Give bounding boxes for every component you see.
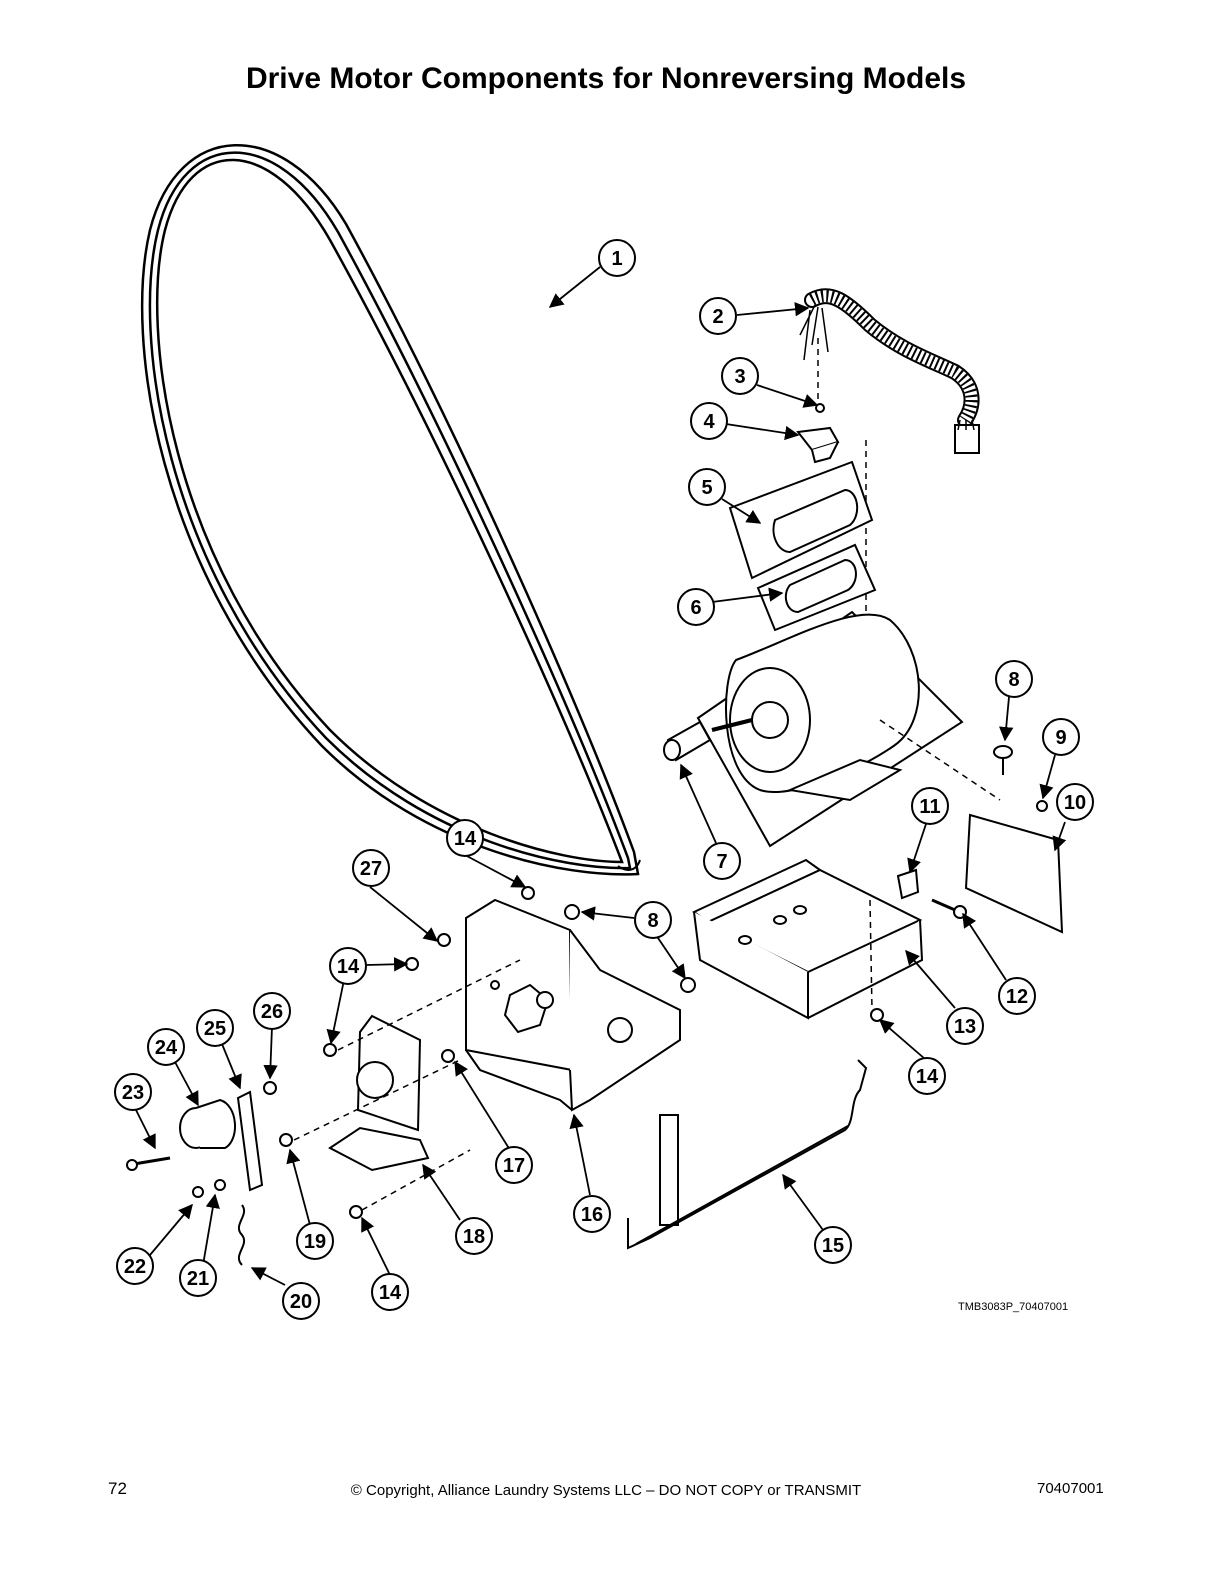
- callout: 18: [455, 1217, 493, 1255]
- svg-text:13: 13: [954, 1016, 976, 1038]
- svg-text:8: 8: [647, 910, 658, 932]
- leader-lines: [135, 266, 1067, 1286]
- callout: 27: [352, 849, 390, 887]
- callout: 7: [703, 842, 741, 880]
- wire-harness: [799, 288, 980, 454]
- callout: 8: [634, 901, 672, 939]
- drawing-code: TMB3083P_70407001: [958, 1301, 1069, 1313]
- idler-arm-bracket: [328, 1014, 430, 1172]
- callout: 13: [946, 1007, 984, 1045]
- copyright-notice: © Copyright, Alliance Laundry Systems LL…: [350, 1482, 862, 1499]
- callout: 14: [908, 1057, 946, 1095]
- callout: 5: [688, 468, 726, 506]
- callout: 11: [911, 787, 949, 825]
- callout: 14: [446, 819, 484, 857]
- lever-rod: [627, 1059, 868, 1250]
- svg-text:27: 27: [360, 858, 382, 880]
- callout: 12: [998, 977, 1036, 1015]
- svg-text:8: 8: [1008, 669, 1019, 691]
- page-number: 72: [108, 1479, 127, 1498]
- idler-pulley-assembly: [179, 1090, 264, 1192]
- callout: 3: [721, 357, 759, 395]
- motor-base-bracket: [692, 858, 924, 1020]
- carriage-bolt: [879, 719, 1013, 801]
- svg-text:23: 23: [122, 1082, 144, 1104]
- callout: 2: [699, 297, 737, 335]
- svg-text:11: 11: [919, 796, 940, 818]
- svg-text:24: 24: [155, 1037, 178, 1059]
- callout: 6: [677, 588, 715, 626]
- idler-mounting-plate: [465, 898, 681, 1112]
- svg-text:14: 14: [454, 828, 477, 850]
- callout: 14: [329, 947, 367, 985]
- document-number: 70407001: [1037, 1480, 1104, 1497]
- motor-pulley: [663, 720, 712, 762]
- svg-text:21: 21: [187, 1268, 209, 1290]
- svg-text:1: 1: [611, 248, 622, 270]
- callout: 25: [196, 1009, 234, 1047]
- switch-bracket: [796, 338, 867, 690]
- svg-text:17: 17: [503, 1155, 525, 1177]
- svg-text:14: 14: [337, 956, 360, 978]
- svg-text:14: 14: [379, 1282, 402, 1304]
- svg-text:19: 19: [304, 1231, 326, 1253]
- cover-plate: [964, 800, 1064, 934]
- svg-text:2: 2: [712, 306, 723, 328]
- svg-text:12: 12: [1006, 986, 1028, 1008]
- drive-motor: [696, 610, 964, 848]
- callout: 10: [1056, 783, 1094, 821]
- svg-text:5: 5: [701, 477, 712, 499]
- callout: 24: [147, 1028, 185, 1066]
- svg-text:6: 6: [690, 597, 701, 619]
- hex-screw: [931, 898, 967, 919]
- svg-text:15: 15: [822, 1235, 844, 1257]
- callout: 14: [371, 1273, 409, 1311]
- callout: 22: [116, 1247, 154, 1285]
- svg-text:3: 3: [734, 366, 745, 388]
- callout: 17: [495, 1146, 533, 1184]
- callout: 19: [296, 1222, 334, 1260]
- callout: 26: [253, 992, 291, 1030]
- callout: 4: [690, 402, 728, 440]
- svg-text:20: 20: [290, 1291, 312, 1313]
- svg-text:26: 26: [261, 1001, 283, 1023]
- svg-text:14: 14: [916, 1066, 939, 1088]
- svg-text:4: 4: [703, 411, 715, 433]
- svg-text:16: 16: [581, 1204, 603, 1226]
- callout: 8: [995, 660, 1033, 698]
- svg-text:10: 10: [1064, 792, 1086, 814]
- callout: 15: [814, 1226, 852, 1264]
- callouts: 1 2 3 4 5 6 7 8 8 9 10 11 12 13 14 14 14…: [114, 239, 1094, 1320]
- callout: 23: [114, 1073, 152, 1111]
- callout: 16: [573, 1195, 611, 1233]
- svg-text:22: 22: [124, 1256, 146, 1278]
- fastener-hardware: [126, 886, 884, 1266]
- callout: 1: [598, 239, 636, 277]
- svg-text:7: 7: [716, 851, 727, 873]
- svg-text:9: 9: [1055, 727, 1066, 749]
- capacitor-panel: [728, 460, 877, 632]
- callout: 20: [282, 1282, 320, 1320]
- svg-text:18: 18: [463, 1226, 485, 1248]
- svg-text:25: 25: [204, 1018, 226, 1040]
- page-title: Drive Motor Components for Nonreversing …: [245, 62, 967, 95]
- drive-belt: [140, 144, 641, 876]
- callout: 21: [179, 1259, 217, 1297]
- callout: 9: [1042, 718, 1080, 756]
